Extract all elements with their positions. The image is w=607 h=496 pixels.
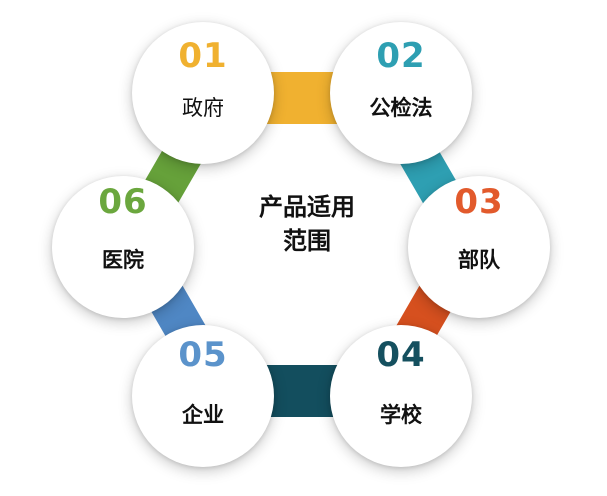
node-05-enterprise: 05 企业: [132, 325, 274, 467]
node-02-public-security-law: 02 公检法: [330, 22, 472, 164]
connector-01-02: [262, 72, 340, 124]
node-label: 企业: [182, 403, 224, 427]
node-label: 医院: [102, 248, 144, 272]
node-01-government: 01 政府: [132, 22, 274, 164]
node-label: 政府: [182, 96, 224, 120]
node-04-school: 04 学校: [330, 325, 472, 467]
node-number: 05: [178, 335, 228, 375]
node-label: 部队: [458, 248, 500, 272]
node-number: 02: [376, 36, 426, 76]
node-number: 04: [376, 335, 426, 375]
node-label: 公检法: [369, 96, 433, 120]
connector-04-05: [262, 365, 340, 417]
node-label: 学校: [380, 403, 422, 427]
center-title: 产品适用 范围: [232, 190, 382, 258]
node-06-hospital: 06 医院: [52, 176, 194, 318]
center-title-line2: 范围: [283, 227, 331, 255]
node-number: 06: [98, 182, 148, 222]
center-title-line1: 产品适用: [259, 193, 355, 221]
node-03-military: 03 部队: [408, 176, 550, 318]
node-number: 01: [178, 36, 228, 76]
node-number: 03: [454, 182, 504, 222]
